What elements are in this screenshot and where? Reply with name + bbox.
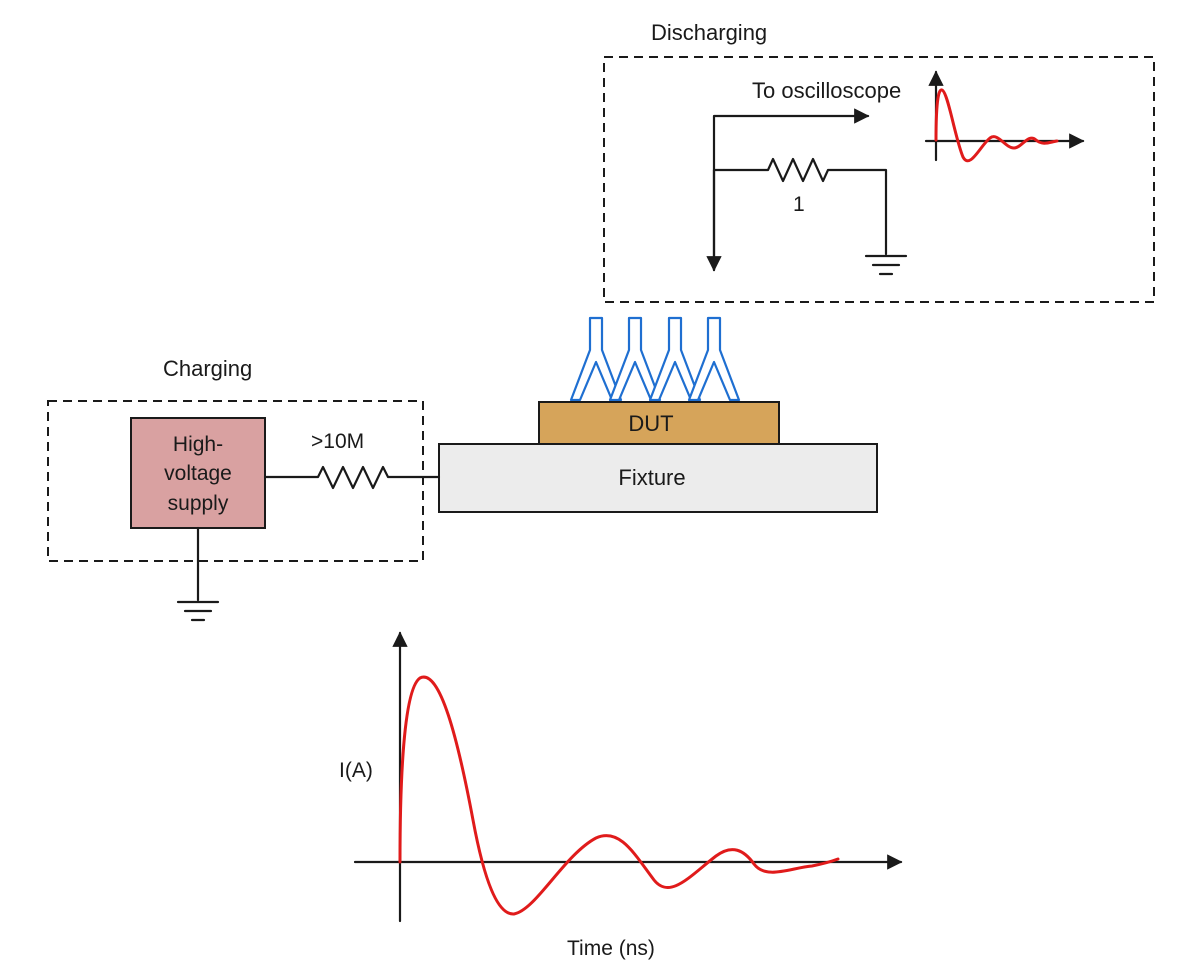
probe-icon bbox=[687, 316, 741, 402]
current-waveform bbox=[398, 675, 840, 916]
fixture-label: Fixture bbox=[618, 465, 685, 490]
probe-icon bbox=[569, 316, 623, 402]
oscilloscope-lead bbox=[712, 108, 870, 272]
ground-icon bbox=[176, 600, 220, 622]
supply-label-line3: supply bbox=[168, 492, 229, 515]
discharge-resistor-value: 1 bbox=[793, 193, 805, 216]
ground-icon bbox=[864, 254, 908, 276]
supply-label-line1: High- bbox=[173, 433, 223, 456]
discharging-box bbox=[603, 56, 1155, 303]
probe-icon bbox=[608, 316, 662, 402]
discharging-label: Discharging bbox=[651, 20, 767, 45]
supply-label-line2: voltage bbox=[164, 462, 232, 485]
dut-block bbox=[538, 401, 780, 445]
to-oscilloscope-label: To oscilloscope bbox=[752, 78, 901, 103]
probe-icon bbox=[648, 316, 702, 402]
mini-waveform-icon bbox=[924, 70, 1085, 163]
charging-box bbox=[47, 400, 424, 562]
dut-label: DUT bbox=[628, 411, 673, 436]
probe-array bbox=[569, 316, 741, 402]
charging-label: Charging bbox=[163, 356, 252, 381]
y-axis-label: I(A) bbox=[339, 759, 373, 782]
fixture-block bbox=[438, 443, 878, 513]
charging-section: Charging High- voltage supply >10M bbox=[47, 356, 441, 622]
charge-resistor-icon bbox=[263, 465, 441, 490]
current-waveform-plot: I(A) Time (ns) bbox=[339, 631, 903, 960]
discharging-section: Discharging To oscilloscope 1 bbox=[603, 20, 1155, 303]
high-voltage-supply bbox=[130, 417, 266, 529]
discharge-resistor-icon bbox=[712, 157, 888, 256]
charge-resistor-value: >10M bbox=[311, 430, 364, 453]
x-axis-label: Time (ns) bbox=[567, 937, 655, 960]
